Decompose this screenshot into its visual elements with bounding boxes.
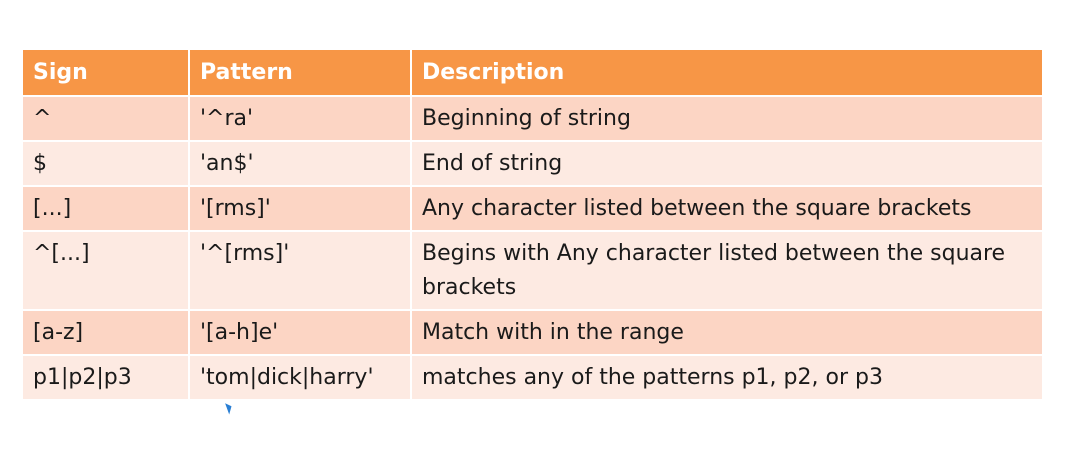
table-row: [a-z] '[a-h]e' Match with in the range [21,309,1044,356]
cell-pattern: '[a-h]e' [188,309,412,356]
header-description: Description [410,48,1044,97]
header-pattern: Pattern [188,48,412,97]
mouse-cursor-icon [225,401,234,415]
cell-description: Begins with Any character listed between… [410,230,1044,311]
regex-table: Sign Pattern Description ^ '^ra' Beginni… [21,48,1044,401]
table-header-row: Sign Pattern Description [21,48,1044,97]
table-row: ^[...] '^[rms]' Begins with Any characte… [21,230,1044,311]
cell-description: Any character listed between the square … [410,185,1044,232]
table-row: ^ '^ra' Beginning of string [21,95,1044,142]
cell-sign: [a-z] [21,309,190,356]
table-row: $ 'an$' End of string [21,140,1044,187]
cell-sign: ^ [21,95,190,142]
cell-pattern: 'tom|dick|harry' [188,354,412,401]
cell-sign: p1|p2|p3 [21,354,190,401]
cell-pattern: '[rms]' [188,185,412,232]
header-sign: Sign [21,48,190,97]
regex-table-container: Sign Pattern Description ^ '^ra' Beginni… [21,48,1044,401]
cell-pattern: '^[rms]' [188,230,412,311]
cell-sign: [...] [21,185,190,232]
table-row: [...] '[rms]' Any character listed betwe… [21,185,1044,232]
cell-description: Match with in the range [410,309,1044,356]
cell-sign: ^[...] [21,230,190,311]
cell-description: Beginning of string [410,95,1044,142]
cell-description: matches any of the patterns p1, p2, or p… [410,354,1044,401]
cell-description: End of string [410,140,1044,187]
cell-sign: $ [21,140,190,187]
table-row: p1|p2|p3 'tom|dick|harry' matches any of… [21,354,1044,401]
cell-pattern: '^ra' [188,95,412,142]
cell-pattern: 'an$' [188,140,412,187]
